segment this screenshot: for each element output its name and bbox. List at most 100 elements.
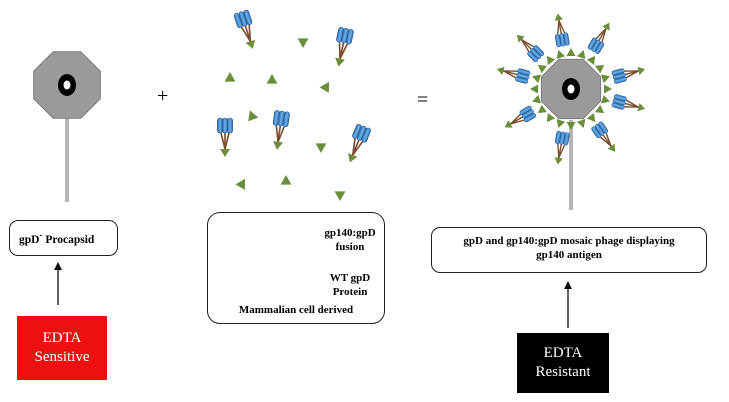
gpd-triangle bbox=[604, 84, 612, 94]
gpd-triangle-shape bbox=[566, 48, 576, 56]
gp140-fusion-protein bbox=[554, 13, 570, 48]
gp140-fusion-protein bbox=[554, 130, 570, 165]
gpd-triangle-shape bbox=[297, 38, 309, 48]
legend-wt-line2: Protein bbox=[332, 285, 368, 298]
fusion-stalk bbox=[624, 70, 639, 72]
gpd-triangle bbox=[532, 94, 542, 104]
gpd-triangle-shape bbox=[266, 74, 278, 84]
gpd-triangle bbox=[556, 118, 566, 128]
gpd-triangle-shape bbox=[586, 113, 596, 123]
fusion-stalk bbox=[224, 132, 230, 150]
fusion-gpd-tip bbox=[516, 34, 525, 43]
fusion-head bbox=[587, 37, 597, 50]
gpd-triangle bbox=[266, 74, 278, 84]
gpd-triangle-shape bbox=[248, 110, 259, 122]
capsid-core-inner bbox=[63, 80, 71, 90]
fusion-head bbox=[515, 76, 529, 84]
gpd-triangle-shape bbox=[566, 122, 576, 130]
fusion-head bbox=[563, 132, 570, 146]
gpd-triangle-shape bbox=[576, 118, 586, 128]
fusion-head bbox=[598, 121, 609, 134]
gpd-triangle bbox=[586, 55, 596, 65]
fusion-head bbox=[554, 34, 562, 48]
gpd-triangle bbox=[566, 122, 576, 130]
fusion-stalk bbox=[277, 126, 285, 143]
gpd-triangle-shape bbox=[537, 104, 547, 114]
gpd-triangle bbox=[248, 110, 259, 122]
fusion-stalk bbox=[605, 132, 612, 147]
capsid-decoration bbox=[496, 13, 646, 165]
edta-resistant-line2: Resistant bbox=[535, 364, 591, 380]
gp140-fusion-protein bbox=[591, 121, 616, 152]
fusion-gpd-tip bbox=[335, 57, 345, 67]
gpd-triangle bbox=[556, 50, 566, 60]
gpd-triangle-shape bbox=[319, 81, 329, 93]
gpd-triangle-shape bbox=[532, 74, 542, 84]
gpd-triangle-shape bbox=[600, 74, 610, 84]
gpd-triangle bbox=[586, 113, 596, 123]
gp140-fusion-protein bbox=[335, 26, 354, 67]
fusion-gpd-tip bbox=[637, 102, 646, 112]
gpd-triangle bbox=[537, 104, 547, 114]
gpd-triangle-shape bbox=[586, 55, 596, 65]
gpd-triangle bbox=[595, 104, 605, 114]
procapsid-label: gpD- Procapsid bbox=[19, 230, 94, 247]
fusion-stalk bbox=[248, 24, 252, 42]
procapsid-label-main: gpD bbox=[19, 233, 40, 246]
fusion-stalk bbox=[558, 144, 566, 159]
gpd-triangle-shape bbox=[530, 84, 538, 94]
gpd-triangle-shape bbox=[315, 143, 327, 153]
gp140-fusion-protein bbox=[348, 123, 371, 163]
gp140-fusion-protein bbox=[504, 105, 536, 128]
fusion-head bbox=[613, 94, 627, 102]
mosaic-label-box bbox=[431, 227, 707, 273]
gpd-triangle-shape bbox=[546, 55, 556, 65]
mosaic-label: gpD and gp140:gpD mosaic phage displayin… bbox=[431, 235, 707, 263]
gpd-triangle-shape bbox=[556, 50, 566, 60]
equals-operator: = bbox=[417, 89, 429, 111]
gpd-triangle-shape bbox=[235, 178, 245, 190]
gp140-fusion-protein bbox=[516, 34, 545, 63]
legend-footer: Mammalian cell derived bbox=[238, 304, 354, 316]
procapsid-label-sup: - bbox=[39, 230, 43, 240]
gpd-triangle bbox=[235, 178, 245, 190]
fusion-head bbox=[345, 29, 354, 45]
fusion-head bbox=[222, 117, 228, 134]
gp140-fusion-protein bbox=[233, 9, 256, 49]
mosaic-core-inner bbox=[567, 84, 575, 94]
fusion-gpd-tip bbox=[496, 66, 505, 76]
fusion-head bbox=[217, 117, 223, 134]
gpd-triangle bbox=[532, 74, 542, 84]
fusion-head bbox=[611, 68, 625, 76]
procapsid-label-rest: Procapsid bbox=[42, 233, 95, 246]
fusion-gpd-tip bbox=[220, 149, 230, 157]
gpd-triangle bbox=[576, 118, 586, 128]
fusion-gpd-tip bbox=[637, 66, 646, 76]
gp140-fusion-protein bbox=[272, 110, 290, 150]
edta-sensitive-box: EDTA Sensitive bbox=[17, 316, 107, 380]
fusion-stalk bbox=[595, 28, 607, 40]
gpd-triangle-shape bbox=[600, 94, 610, 104]
gpd-triangle bbox=[297, 38, 309, 48]
fusion-head bbox=[243, 9, 253, 25]
fusion-gpd-tip bbox=[273, 141, 284, 150]
gpd-triangle bbox=[546, 55, 556, 65]
edta-sensitive-line1: EDTA bbox=[42, 329, 82, 346]
legend-fusion-line1: gp140:gpD bbox=[324, 227, 376, 239]
gpd-triangle-shape bbox=[532, 94, 542, 104]
gpd-triangle-shape bbox=[595, 64, 605, 74]
edta-sensitive-line2: Sensitive bbox=[34, 349, 90, 365]
fusion-stalk bbox=[510, 119, 525, 125]
fusion-gpd-tip bbox=[348, 153, 358, 163]
legend-fusion-label: gp140:gpD fusion bbox=[316, 227, 384, 255]
gpd-triangle bbox=[280, 175, 292, 185]
gpd-triangle-shape bbox=[604, 84, 612, 94]
gpd-triangle bbox=[546, 113, 556, 123]
fusion-head bbox=[361, 127, 371, 143]
gpd-triangle bbox=[600, 74, 610, 84]
edta-resistant-line1: EDTA bbox=[543, 344, 583, 361]
gpd-triangle bbox=[595, 64, 605, 74]
gpd-triangle bbox=[530, 84, 538, 94]
gpd-triangle bbox=[537, 64, 547, 74]
